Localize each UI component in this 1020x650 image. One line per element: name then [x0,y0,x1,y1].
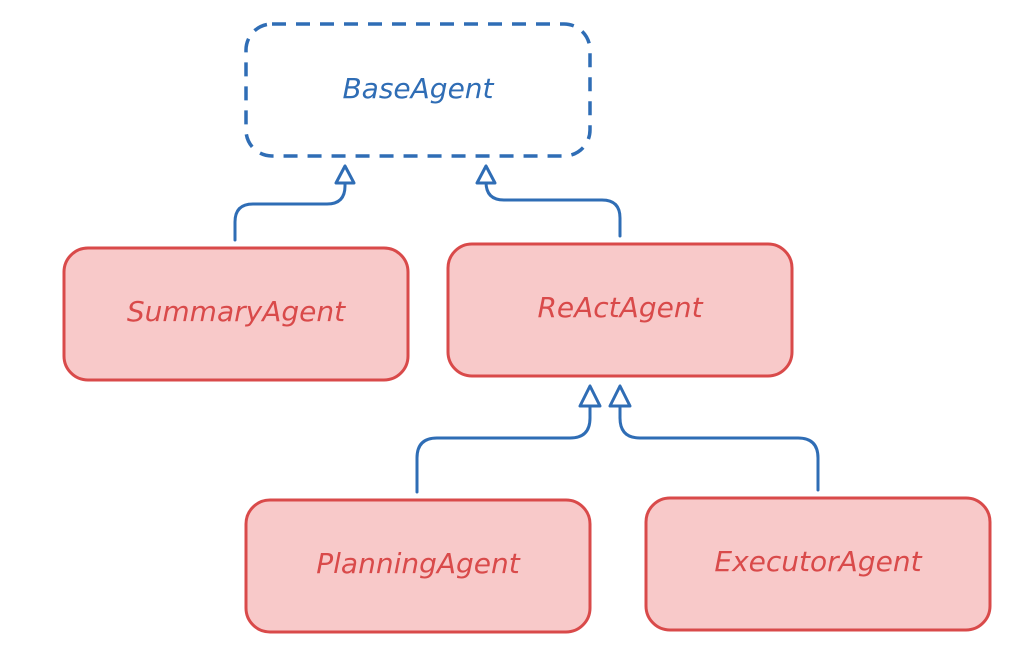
node-label: BaseAgent [342,72,494,105]
edge-react-to-base [484,180,622,238]
edge-summary-to-base [233,180,347,242]
node-box [644,496,992,632]
node-box [244,22,592,158]
node-label: PlanningAgent [316,547,521,580]
edge-executor-to-react [618,404,820,492]
inheritance-arrowhead-icon [475,164,497,185]
node-label: ReActAgent [537,291,703,324]
inheritance-arrowhead-icon [334,164,356,185]
node-react-agent[interactable]: ReActAgent [446,242,794,378]
node-box [62,246,410,382]
node-box [244,498,592,634]
node-label: ExecutorAgent [714,545,922,578]
node-planning-agent[interactable]: PlanningAgent [244,498,592,634]
node-executor-agent[interactable]: ExecutorAgent [644,496,992,632]
inheritance-arrowhead-icon [608,384,632,408]
node-box [446,242,794,378]
node-label: SummaryAgent [127,295,346,328]
inheritance-arrowhead-icon [578,384,602,408]
edges [233,164,820,494]
edge-planning-to-react [415,404,592,494]
node-base-agent[interactable]: BaseAgent [244,22,592,158]
node-summary-agent[interactable]: SummaryAgent [62,246,410,382]
